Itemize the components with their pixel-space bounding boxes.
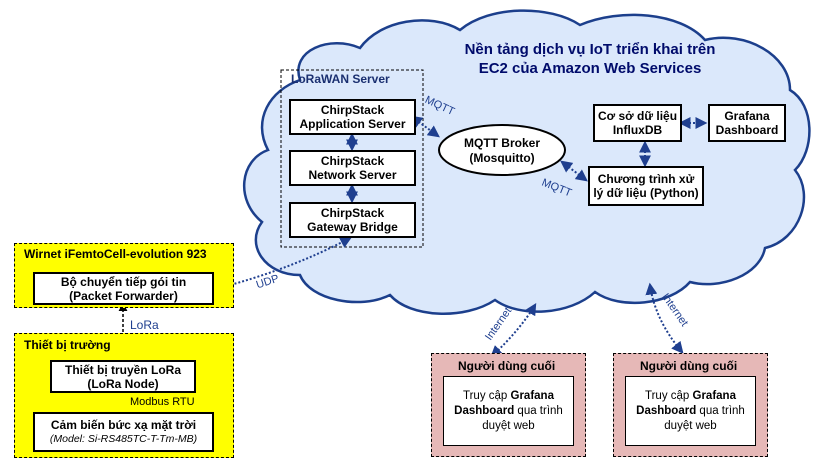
lorawan-server-title: LoRaWAN Server [291, 72, 390, 86]
cloud-title: Nền tảng dịch vụ IoT triển khai trên EC2… [464, 41, 716, 77]
end-user-2-title: Người dùng cuối [640, 359, 738, 373]
end-user-1-title: Người dùng cuối [458, 359, 556, 373]
link-broker-processor [560, 160, 588, 182]
solar-radiation-sensor: Cảm biến bức xạ mặt trời (Model: Si-RS48… [33, 412, 214, 452]
mqtt-broker-ellipse [438, 124, 566, 176]
lora-node: Thiết bị truyền LoRa(LoRa Node) [50, 360, 196, 393]
packet-forwarder: Bộ chuyển tiếp gói tin(Packet Forwarder) [33, 272, 214, 305]
mqtt-broker: MQTT Broker(Mosquitto) [463, 136, 540, 165]
gateway-group-title: Wirnet iFemtoCell-evolution 923 [24, 247, 207, 261]
end-user-2-description: Truy cập Grafana Dashboard qua trình duy… [625, 376, 756, 446]
field-devices-title: Thiết bị trường [24, 338, 111, 352]
label-lora: LoRa [130, 318, 159, 332]
end-user-1-description: Truy cập Grafana Dashboard qua trình duy… [443, 376, 574, 446]
link-internet-2 [645, 282, 684, 354]
label-modbus: Modbus RTU [130, 396, 195, 408]
link-internet-1 [490, 302, 537, 358]
link-app-broker [410, 115, 440, 138]
